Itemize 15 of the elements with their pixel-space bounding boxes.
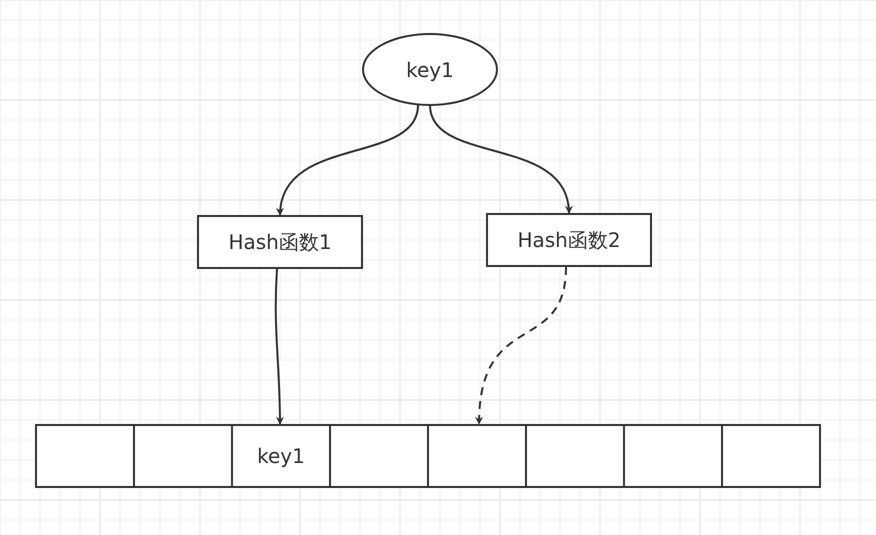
key-ellipse: key1 [362,33,498,106]
array-cell [133,424,233,488]
arrow [274,268,284,425]
arrow [277,104,419,216]
array-cell: key1 [231,424,331,488]
array-cell [525,424,625,488]
hash-function-box: Hash函数2 [486,213,652,267]
array-cell [623,424,723,488]
array-cell [427,424,527,488]
arrow [429,104,572,214]
array-cell [35,424,135,488]
array-cell [329,424,429,488]
hash-function-box: Hash函数1 [197,215,363,269]
arrow [475,266,567,425]
array-cell [721,424,821,488]
